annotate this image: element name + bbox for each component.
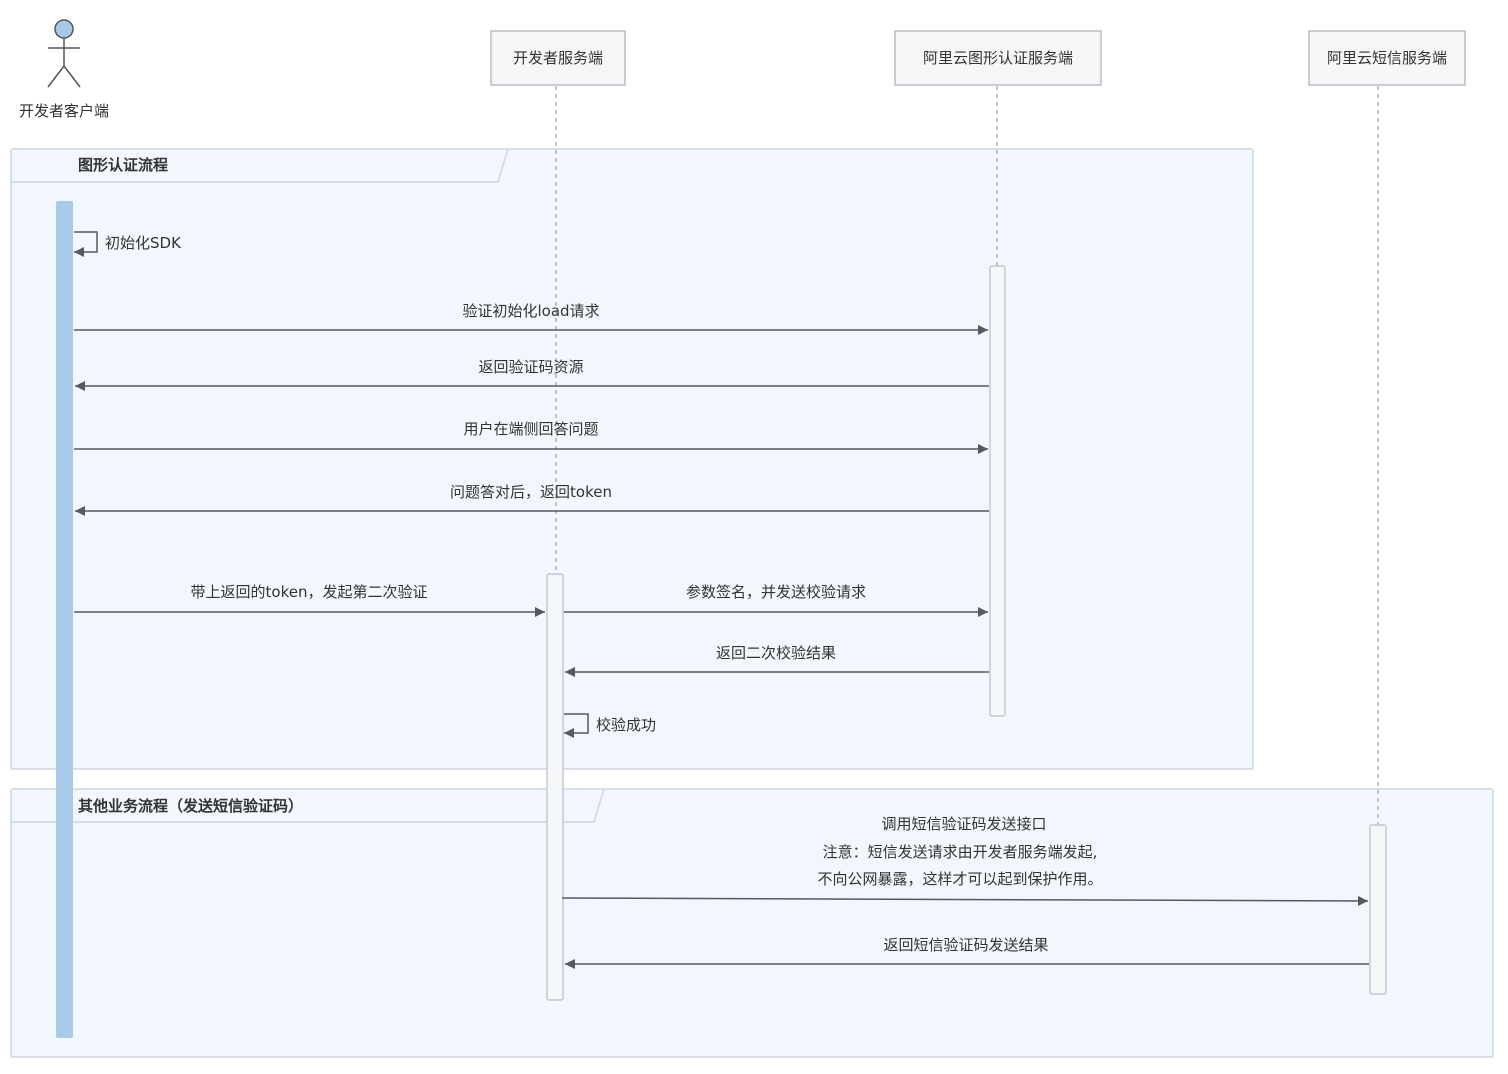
message-return-token-label: 问题答对后，返回token (450, 483, 612, 501)
message-return-result: 返回二次校验结果 (565, 644, 989, 677)
message-load-request-label: 验证初始化load请求 (462, 302, 599, 320)
fragment-captcha-flow: 图形认证流程 (10, 148, 1254, 770)
message-sms-call-label-3: 不向公网暴露，这样才可以起到保护作用。 (817, 870, 1102, 888)
message-return-resource-label: 返回验证码资源 (478, 358, 583, 376)
message-sms-call-label-1: 调用短信验证码发送接口 (881, 815, 1046, 833)
participant-sms-server-label: 阿里云短信服务端 (1327, 49, 1447, 67)
message-return-result-label: 返回二次校验结果 (716, 644, 836, 662)
activation-dev-server (546, 573, 564, 1001)
fragment-other-flow: 其他业务流程（发送短信验证码） (10, 788, 1494, 1058)
activation-captcha-server (989, 265, 1006, 717)
message-sms-result: 返回短信验证码发送结果 (565, 936, 1369, 969)
message-sign-request: 参数签名，并发送校验请求 (564, 583, 988, 617)
message-init-sdk: 初始化SDK (74, 231, 182, 257)
message-user-answer-label: 用户在端侧回答问题 (463, 420, 598, 438)
message-sms-call: 调用短信验证码发送接口 注意：短信发送请求由开发者服务端发起, 不向公网暴露，这… (561, 815, 1369, 906)
actor-client-label: 开发者客户端 (19, 102, 109, 120)
activation-client (56, 201, 73, 1038)
message-init-sdk-label: 初始化SDK (105, 234, 182, 252)
message-return-resource: 返回验证码资源 (75, 358, 989, 391)
message-verify-success: 校验成功 (564, 713, 656, 738)
message-second-verify: 带上返回的token，发起第二次验证 (74, 583, 545, 617)
message-return-token: 问题答对后，返回token (75, 483, 989, 516)
message-sms-result-label: 返回短信验证码发送结果 (883, 936, 1048, 954)
actor-client: 开发者客户端 (19, 19, 109, 120)
participant-sms-server: 阿里云短信服务端 (1308, 30, 1466, 86)
fragment-captcha-flow-label: 图形认证流程 (78, 156, 168, 174)
actor-person-icon (47, 19, 81, 88)
message-verify-success-label: 校验成功 (596, 716, 656, 734)
participant-dev-server: 开发者服务端 (490, 30, 626, 86)
message-load-request: 验证初始化load请求 (74, 302, 988, 335)
participant-captcha-server-label: 阿里云图形认证服务端 (923, 49, 1073, 67)
message-sign-request-label: 参数签名，并发送校验请求 (686, 583, 866, 601)
message-user-answer: 用户在端侧回答问题 (74, 420, 988, 454)
participant-dev-server-label: 开发者服务端 (513, 49, 603, 67)
message-sms-call-label-2: 注意：短信发送请求由开发者服务端发起, (823, 843, 1098, 861)
participant-captcha-server: 阿里云图形认证服务端 (894, 30, 1102, 86)
activation-sms-server (1369, 824, 1387, 995)
fragment-other-flow-label: 其他业务流程（发送短信验证码） (78, 797, 303, 815)
message-second-verify-label: 带上返回的token，发起第二次验证 (191, 583, 428, 601)
